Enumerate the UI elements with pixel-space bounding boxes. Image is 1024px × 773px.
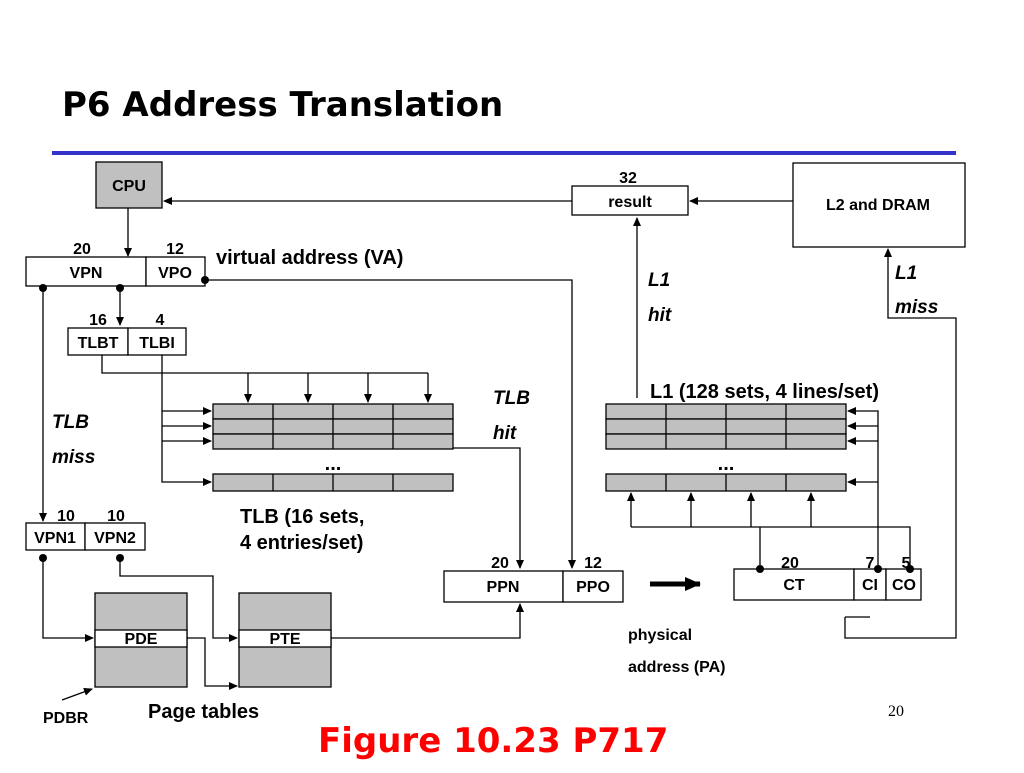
- co-label: CO: [892, 577, 916, 594]
- vpn2-field: [84, 522, 146, 551]
- l2-dram-label: L2 and DRAM: [826, 197, 930, 214]
- pte-to-ppn-line: [331, 603, 524, 639]
- pde-to-pte-line: [187, 637, 238, 690]
- tlbt-bits: 16: [89, 312, 107, 329]
- tlbt-label: TLBT: [78, 335, 119, 352]
- tlb-caption-line1: TLB (16 sets,: [240, 506, 364, 528]
- ppn-bits: 20: [491, 555, 509, 572]
- l1-miss-to-l2-line: [844, 248, 957, 639]
- result-label: result: [608, 194, 652, 211]
- ppo-label: PPO: [576, 579, 610, 596]
- vpo-to-ppo-line: [205, 279, 576, 569]
- ppn-field: [443, 570, 564, 603]
- pa-caption-line1: physical: [628, 627, 692, 644]
- va-caption: virtual address (VA): [216, 247, 403, 269]
- l2-dram-box: [792, 162, 966, 248]
- tlb-hit-line2: hit: [493, 423, 517, 444]
- pa-caption-line2: address (PA): [628, 659, 726, 676]
- tlbt-compare-bus: [101, 355, 428, 374]
- ci-label: CI: [862, 577, 878, 594]
- tlb-hit-line1: TLB: [493, 388, 530, 409]
- ct-field: [733, 568, 855, 601]
- pde-label: PDE: [125, 631, 158, 648]
- tlb-ellipsis: ...: [325, 453, 342, 475]
- pte-label: PTE: [269, 631, 300, 648]
- l1-ellipsis: ...: [718, 453, 735, 475]
- figure-caption: Figure 10.23 P717: [318, 721, 668, 761]
- cpu-box: [95, 161, 163, 209]
- ci-bits: 7: [866, 555, 875, 572]
- result-box: [571, 185, 689, 216]
- tlb-hit-to-ppn-line: [453, 447, 524, 569]
- vpn1-bits: 10: [57, 508, 75, 525]
- ppn-label: PPN: [487, 579, 520, 596]
- slide-title: P6 Address Translation: [62, 85, 503, 125]
- tlbi-bits: 4: [156, 312, 165, 329]
- ct-bits: 20: [781, 555, 799, 572]
- vpo-field: [145, 256, 206, 287]
- vpo-bits: 12: [166, 241, 184, 258]
- vpn-label: VPN: [70, 265, 103, 282]
- vpn2-bits: 10: [107, 508, 125, 525]
- l1-caption: L1 (128 sets, 4 lines/set): [650, 381, 879, 403]
- tlbi-label: TLBI: [139, 335, 175, 352]
- tlb-miss-line2: miss: [52, 447, 95, 468]
- tlb-caption-line2: 4 entries/set): [240, 532, 363, 554]
- co-bits: 5: [902, 555, 911, 572]
- vpn-field: [25, 256, 147, 287]
- co-field: [885, 568, 922, 601]
- pdbr-arrow: [61, 687, 93, 701]
- vpn1-to-pde-line: [42, 558, 94, 642]
- vpn1-field: [25, 522, 86, 551]
- page-number: 20: [888, 703, 904, 720]
- ct-compare-bus: [631, 526, 911, 569]
- l1-table: [605, 403, 847, 492]
- tlb-table: [212, 403, 454, 492]
- result-bits: 32: [619, 170, 637, 187]
- page-tables-caption: Page tables: [148, 701, 259, 723]
- title-rule: [52, 151, 956, 155]
- ppo-bits: 12: [584, 555, 602, 572]
- tlb-miss-line1: TLB: [52, 412, 89, 433]
- ppo-field: [562, 570, 624, 603]
- tlbi-field: [127, 327, 187, 356]
- vpn-bits: 20: [73, 241, 91, 258]
- ct-label: CT: [783, 577, 805, 594]
- pdbr-label: PDBR: [43, 710, 89, 727]
- l1-hit-line2: hit: [648, 305, 672, 326]
- cpu-label: CPU: [112, 178, 146, 195]
- co-dot: [906, 565, 914, 573]
- ci-select-line: [847, 407, 879, 569]
- tlbi-select-line: [161, 355, 212, 486]
- vpo-label: VPO: [158, 265, 192, 282]
- l1-hit-line1: L1: [648, 270, 670, 291]
- vpn1-label: VPN1: [34, 530, 76, 547]
- l1-miss-line1: L1: [895, 263, 917, 284]
- l1-miss-line2: miss: [895, 297, 938, 318]
- vpn2-label: VPN2: [94, 530, 136, 547]
- vpn2-to-pte-line: [119, 558, 238, 642]
